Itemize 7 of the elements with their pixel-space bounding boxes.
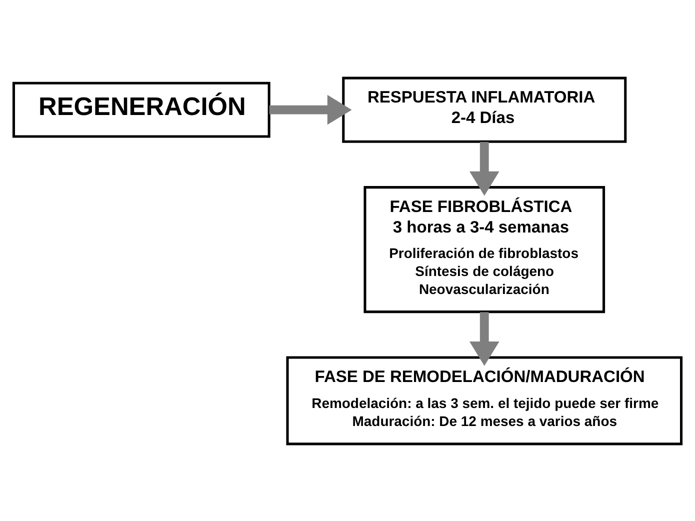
node-box: RESPUESTA INFLAMATORIA 2-4 Días: [342, 76, 627, 142]
node-box: FASE FIBROBLÁSTICA 3 horas a 3-4 semanas Proliferación de fibroblastos Síntesis de colágeno Neovascularización: [364, 186, 606, 313]
node-box: REGENERACIÓN: [12, 81, 270, 138]
node-box: FASE DE REMODELACIÓN/MADURACIÓN Remodelación: a las 3 sem. el tejido puede ser firme Maduración: De 12 meses a varios años: [286, 356, 683, 445]
arrow: [469, 312, 500, 366]
arrow: [269, 94, 352, 124]
arrow: [469, 141, 500, 196]
